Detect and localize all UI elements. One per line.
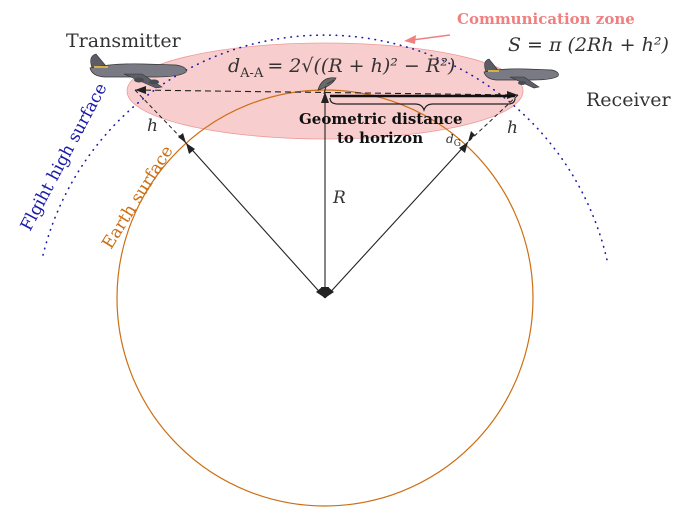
radius-right (324, 141, 469, 299)
transmitter-aircraft-icon (89, 53, 187, 89)
height-right-segment (467, 94, 519, 143)
communication-zone-label: Communication zone (457, 10, 635, 28)
zone-label-pointer-head (404, 35, 416, 44)
receiver-label: Receiver (586, 89, 671, 111)
chord-arrowhead-left (135, 86, 146, 94)
distance-formula-sub: A-A (239, 66, 264, 81)
geometric-distance-symbol: dG (446, 132, 461, 149)
zone-label-pointer (411, 34, 451, 41)
geometric-distance-label-1: Geometric distance (299, 110, 463, 128)
radius-right-arrow-top (459, 142, 468, 153)
height-right-label: h (507, 118, 518, 138)
radius-vertical-arrow-top (321, 92, 329, 103)
radius-vertical-arrow-bottom (321, 287, 329, 298)
height-left-segment (134, 89, 187, 144)
height-right-arrow (468, 131, 475, 142)
radius-left-arrow-bottom (316, 287, 325, 298)
area-formula: S = π (2Rh + h²) (508, 34, 669, 56)
transmitter-label: Transmitter (66, 30, 182, 52)
height-left-arrow (178, 133, 186, 143)
radius-right-arrow-bottom (325, 287, 334, 298)
earth-surface-label: Earth surface (98, 142, 177, 252)
height-left-label: h (147, 116, 158, 136)
geometric-distance-brace (329, 97, 516, 112)
geometric-distance-label-2: to horizon (337, 129, 423, 147)
line-of-sight-chord (134, 89, 519, 96)
flight-surface-label: Flgiht high surface (17, 80, 112, 234)
distance-formula-lhs: d (228, 55, 240, 77)
distance-formula-rhs: = 2√((R + h)² − R²) (267, 55, 455, 77)
distance-formula: dA-A= 2√((R + h)² − R²) (228, 55, 455, 81)
radius-label: R (332, 188, 346, 208)
ground-antenna-icon (317, 77, 337, 95)
radius-left (185, 142, 326, 299)
receiver-aircraft-icon (483, 58, 559, 89)
radius-left-arrow-top (186, 143, 195, 154)
